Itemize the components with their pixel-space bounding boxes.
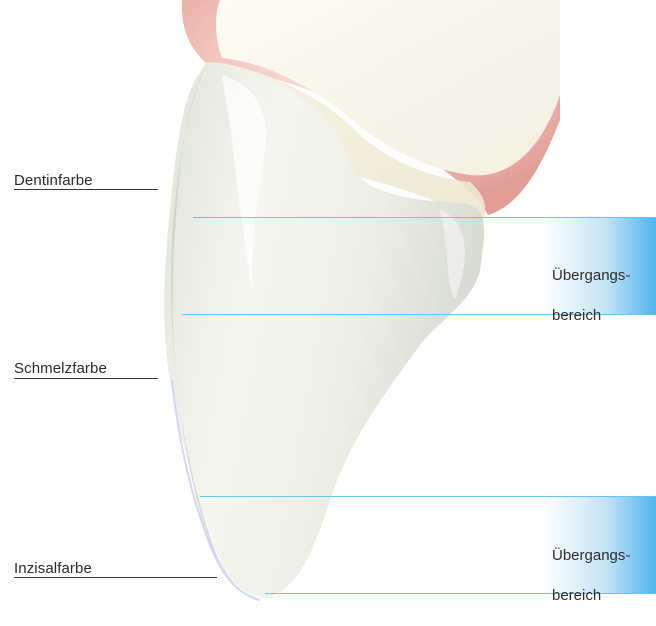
enamel-label: Schmelzfarbe	[14, 361, 107, 376]
transition-zone-upper-line1: Übergangs-	[552, 266, 630, 286]
transition-zone-upper-line2: bereich	[552, 306, 630, 326]
incisal-label-rule	[14, 577, 217, 578]
enamel-label-rule	[14, 378, 158, 379]
guide-line-3	[200, 496, 656, 497]
transition-zone-lower-text: Übergangs- bereich	[552, 526, 630, 626]
dentin-label: Dentinfarbe	[14, 173, 93, 188]
transition-zone-upper-text: Übergangs- bereich	[552, 246, 630, 346]
dentin-label-rule	[14, 189, 158, 190]
guide-line-1	[193, 217, 656, 218]
transition-zone-lower-line1: Übergangs-	[552, 546, 630, 566]
transition-zone-lower-line2: bereich	[552, 586, 630, 606]
incisal-label: Inzisalfarbe	[14, 561, 92, 576]
